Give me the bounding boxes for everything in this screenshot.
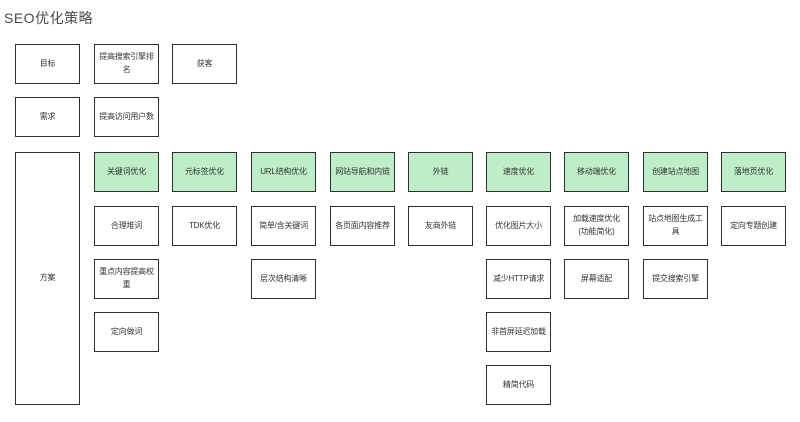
- diagram-node-category[interactable]: 移动端优化: [564, 152, 629, 192]
- diagram-node-category[interactable]: 元标签优化: [172, 152, 237, 192]
- diagram-node-item[interactable]: 合理堆词: [94, 206, 159, 246]
- diagram-node-category[interactable]: 落地页优化: [721, 152, 786, 192]
- diagram-node-item[interactable]: 方案: [15, 152, 80, 405]
- diagram-node-category[interactable]: URL结构优化: [251, 152, 316, 192]
- diagram-node-item[interactable]: 优化图片大小: [486, 206, 551, 246]
- diagram-node-category[interactable]: 速度优化: [486, 152, 551, 192]
- diagram-node-item[interactable]: 非首屏延迟加载: [486, 312, 551, 352]
- diagram-node-item[interactable]: 友商外链: [408, 206, 473, 246]
- diagram-node-category[interactable]: 关键词优化: [94, 152, 159, 192]
- diagram-node-item[interactable]: 目标: [15, 44, 80, 84]
- diagram-node-item[interactable]: TDK优化: [172, 206, 237, 246]
- diagram-node-item[interactable]: 各页面内容推荐: [330, 206, 395, 246]
- diagram-node-category[interactable]: 网站导航和内链: [330, 152, 395, 192]
- diagram-node-item[interactable]: 简单/含关键词: [251, 206, 316, 246]
- diagram-node-category[interactable]: 创建站点地图: [643, 152, 708, 192]
- diagram-node-item[interactable]: 提交搜索引擎: [643, 259, 708, 299]
- diagram-node-category[interactable]: 外链: [408, 152, 473, 192]
- diagram-node-item[interactable]: 加载速度优化 (功能简化): [564, 206, 629, 246]
- diagram-node-item[interactable]: 重点内容提高权重: [94, 259, 159, 299]
- diagram-node-item[interactable]: 屏幕适配: [564, 259, 629, 299]
- diagram-node-item[interactable]: 定向做词: [94, 312, 159, 352]
- diagram-node-item[interactable]: 定向专题创建: [721, 206, 786, 246]
- diagram-node-item[interactable]: 站点地图生成工具: [643, 206, 708, 246]
- diagram-node-item[interactable]: 减少HTTP请求: [486, 259, 551, 299]
- page-title: SEO优化策略: [4, 10, 94, 26]
- diagram-node-item[interactable]: 获客: [172, 44, 237, 84]
- diagram-node-item[interactable]: 精简代码: [486, 365, 551, 405]
- diagram-node-item[interactable]: 层次结构清晰: [251, 259, 316, 299]
- diagram-node-item[interactable]: 需求: [15, 97, 80, 137]
- diagram-node-item[interactable]: 提高访问用户数: [94, 97, 159, 137]
- diagram-node-item[interactable]: 提高搜索引擎排名: [94, 44, 159, 84]
